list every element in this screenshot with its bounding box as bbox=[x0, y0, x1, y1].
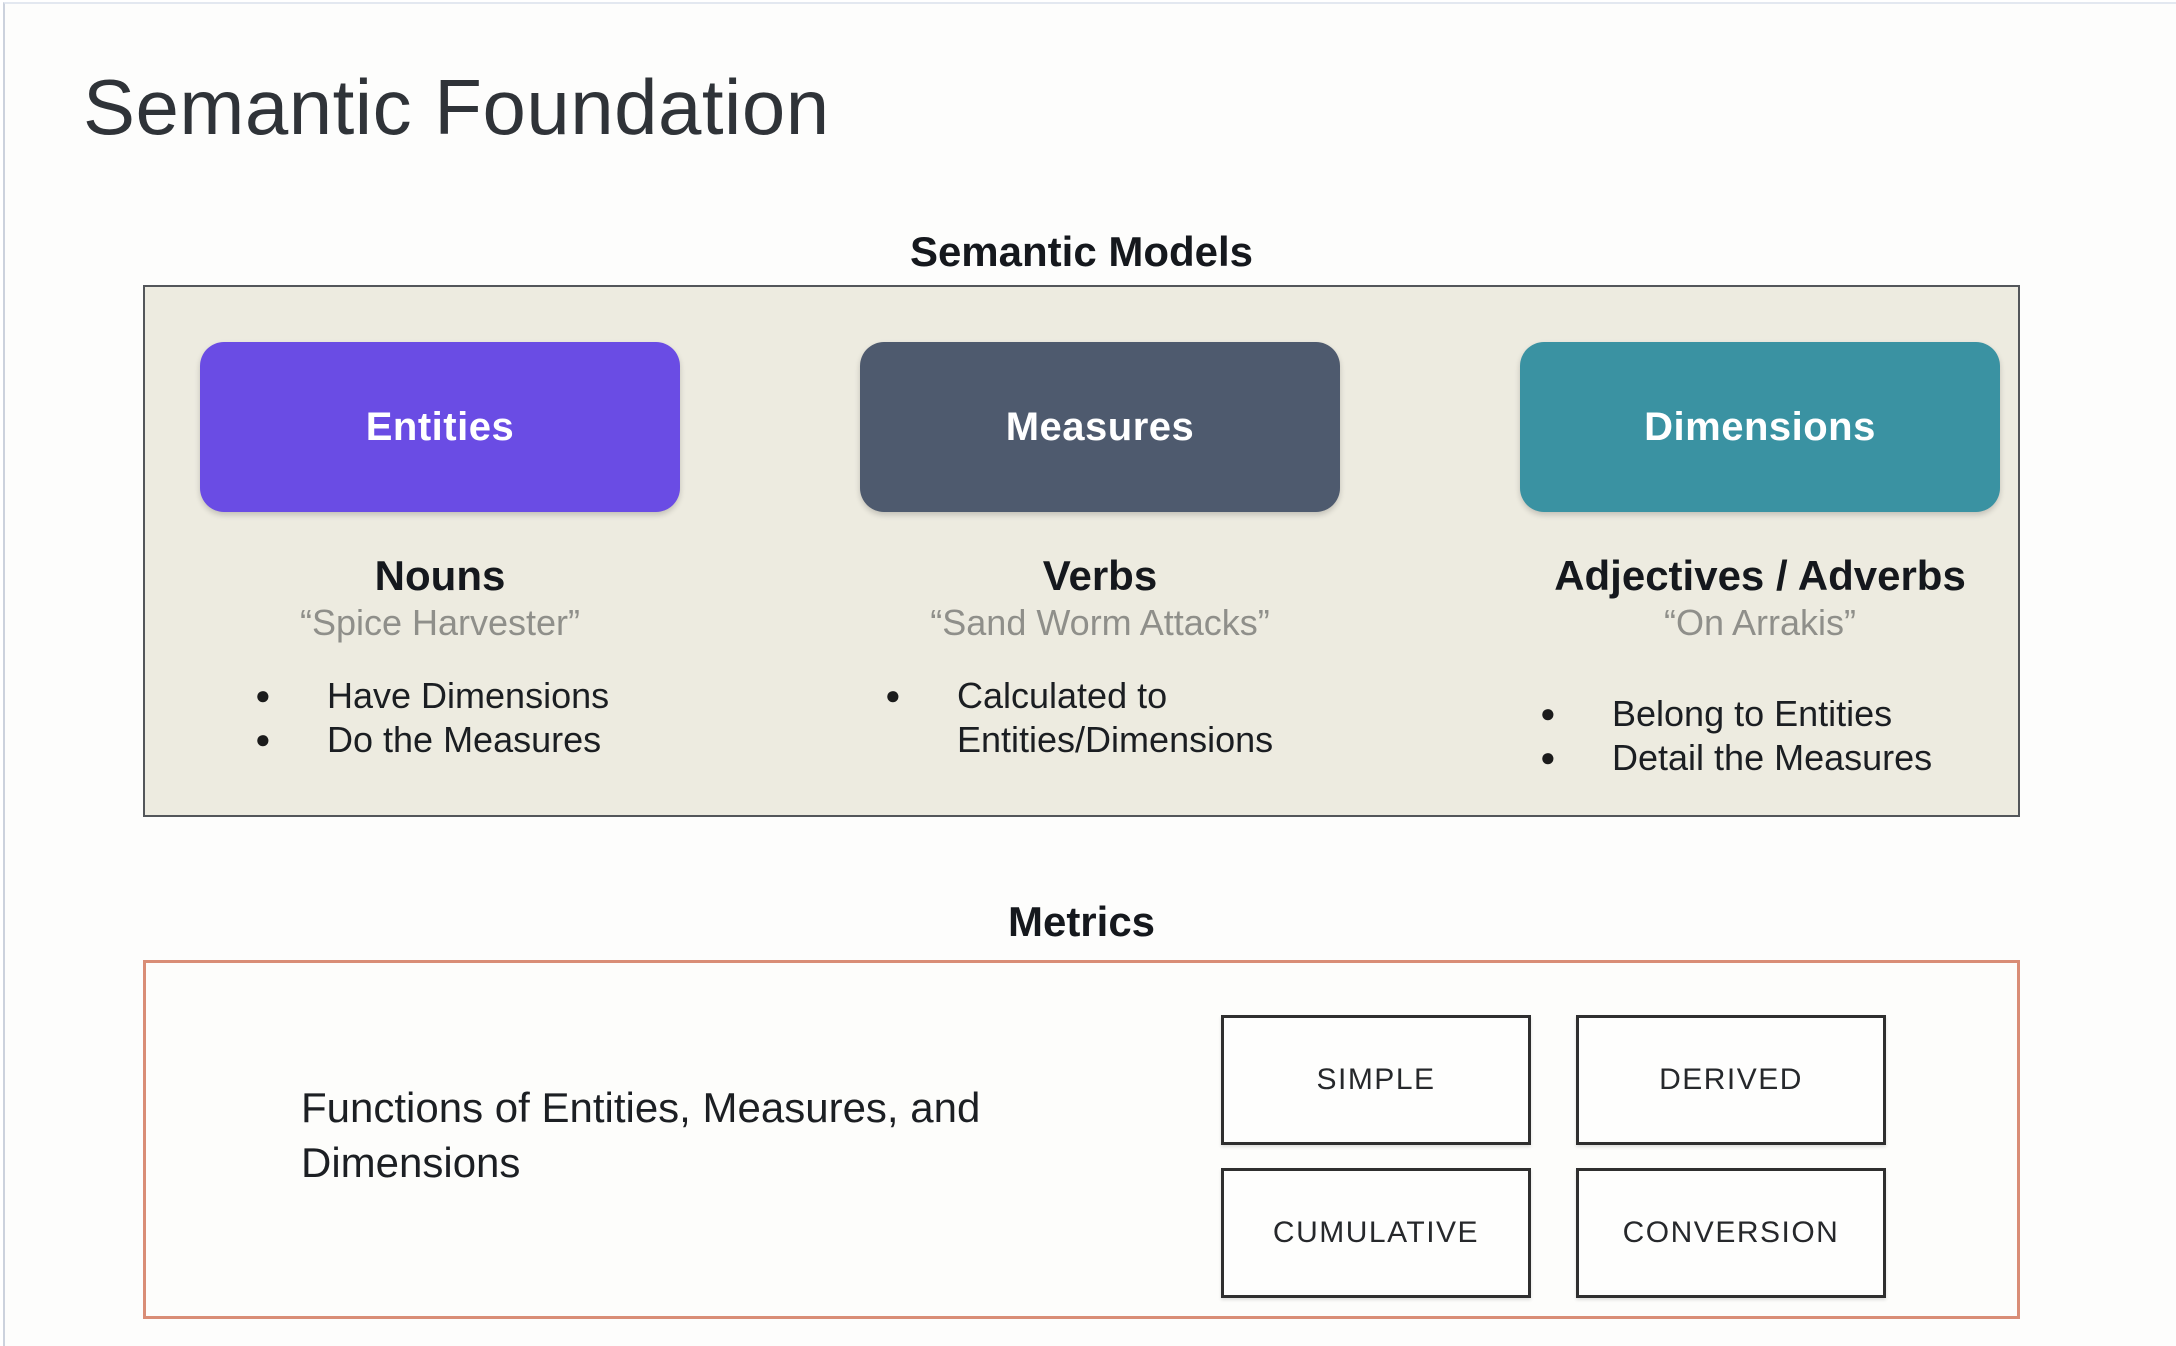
dimensions-bullet-list: Belong to Entities Detail the Measures bbox=[1540, 692, 1980, 780]
list-item: Have Dimensions bbox=[255, 674, 625, 718]
measures-box-label: Measures bbox=[1005, 404, 1195, 449]
measures-quote: “Sand Worm Attacks” bbox=[930, 602, 1270, 644]
measures-box: Measures bbox=[860, 342, 1340, 512]
list-item: Detail the Measures bbox=[1540, 736, 1980, 780]
entities-quote: “Spice Harvester” bbox=[299, 602, 581, 644]
metric-type-label: DERIVED bbox=[1659, 1063, 1803, 1096]
semantic-models-panel: Entities Nouns “Spice Harvester” Have Di… bbox=[143, 285, 2020, 817]
metric-type-simple: SIMPLE bbox=[1221, 1015, 1531, 1145]
list-item: Do the Measures bbox=[255, 718, 625, 762]
dimensions-box-label: Dimensions bbox=[1644, 404, 1876, 449]
page-title: Semantic Foundation bbox=[83, 63, 830, 151]
metric-types-grid: SIMPLE DERIVED CUMULATIVE CONVERSION bbox=[1221, 1015, 1886, 1298]
presentation-slide: Semantic Foundation Semantic Models Enti… bbox=[3, 2, 2176, 1346]
metric-type-cumulative: CUMULATIVE bbox=[1221, 1168, 1531, 1298]
entities-box-label: Entities bbox=[365, 404, 515, 449]
entities-bullet-list: Have Dimensions Do the Measures bbox=[255, 674, 625, 762]
dimensions-heading: Adjectives / Adverbs bbox=[1554, 552, 1966, 599]
metric-type-conversion: CONVERSION bbox=[1576, 1168, 1886, 1298]
list-item: Calculated to Entities/Dimensions bbox=[885, 674, 1315, 762]
measures-column: Measures Verbs “Sand Worm Attacks” Calcu… bbox=[855, 287, 1345, 762]
metric-type-derived: DERIVED bbox=[1576, 1015, 1886, 1145]
dimensions-column: Dimensions Adjectives / Adverbs “On Arra… bbox=[1515, 287, 2005, 780]
metric-type-label: CUMULATIVE bbox=[1272, 1216, 1480, 1249]
dimensions-box: Dimensions bbox=[1520, 342, 2000, 512]
metrics-description: Functions of Entities, Measures, and Dim… bbox=[301, 1084, 981, 1186]
semantic-models-heading: Semantic Models bbox=[909, 228, 1254, 275]
metrics-heading: Metrics bbox=[1007, 898, 1156, 945]
measures-heading: Verbs bbox=[1042, 552, 1158, 599]
entities-column: Entities Nouns “Spice Harvester” Have Di… bbox=[195, 287, 685, 762]
entities-heading: Nouns bbox=[374, 552, 506, 599]
measures-bullet-list: Calculated to Entities/Dimensions bbox=[885, 674, 1315, 762]
metric-type-label: CONVERSION bbox=[1622, 1216, 1840, 1249]
list-item: Belong to Entities bbox=[1540, 692, 1980, 736]
entities-box: Entities bbox=[200, 342, 680, 512]
dimensions-quote: “On Arrakis” bbox=[1663, 602, 1857, 644]
metrics-panel: Functions of Entities, Measures, and Dim… bbox=[143, 960, 2020, 1319]
metric-type-label: SIMPLE bbox=[1316, 1063, 1436, 1096]
